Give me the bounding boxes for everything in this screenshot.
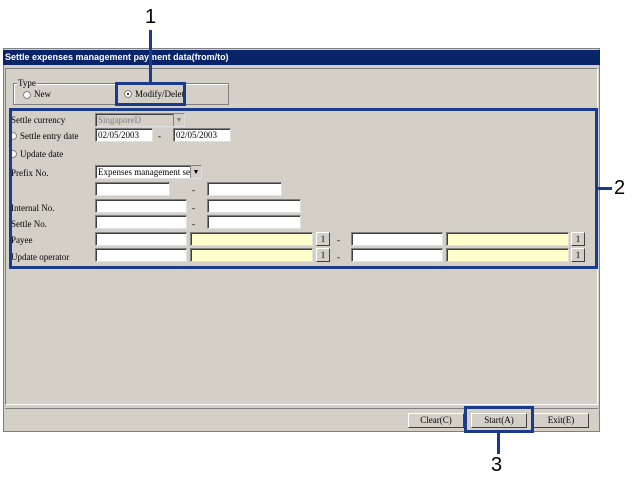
- callout-box-3: [464, 406, 534, 433]
- settle-no-separator: -: [192, 219, 195, 229]
- payee-from-code[interactable]: [95, 232, 187, 246]
- settle-no-label: Settle No.: [11, 219, 47, 229]
- settle-entry-date-from[interactable]: 02/05/2003: [95, 128, 153, 142]
- prefix-no-separator: -: [192, 185, 195, 195]
- prefix-no-value: Expenses management settle: [98, 167, 202, 177]
- clear-button[interactable]: Clear(C): [408, 413, 464, 428]
- callout-line-1: [149, 30, 152, 82]
- callout-line-3: [497, 433, 500, 454]
- button-bar-divider: [5, 408, 598, 409]
- update-operator-to-code[interactable]: [351, 248, 443, 262]
- settle-currency-select[interactable]: SingaporeD ▼: [95, 113, 185, 127]
- type-group-label: Type: [17, 78, 37, 89]
- update-operator-from-code[interactable]: [95, 248, 187, 262]
- start-button[interactable]: Start(A): [471, 413, 527, 428]
- payee-to-lookup-button[interactable]: 1: [571, 232, 585, 246]
- payee-from-lookup-button[interactable]: 1: [316, 232, 330, 246]
- internal-no-label: Internal No.: [11, 203, 55, 213]
- callout-line-2: [598, 187, 612, 190]
- update-operator-from-lookup-button[interactable]: 1: [316, 248, 330, 262]
- callout-number-2: 2: [614, 177, 626, 199]
- payee-to-code[interactable]: [351, 232, 443, 246]
- update-operator-label: Update operator: [11, 252, 70, 262]
- chevron-down-icon: ▼: [190, 166, 201, 178]
- settle-entry-date-separator: -: [158, 131, 161, 141]
- settle-currency-label: Settle currency: [11, 115, 66, 125]
- update-operator-to-name[interactable]: [446, 248, 569, 262]
- radio-modify-delete[interactable]: [124, 90, 132, 98]
- update-operator-from-name[interactable]: [190, 248, 313, 262]
- window-title: Settle expenses management payment data(…: [3, 50, 600, 65]
- exit-button[interactable]: Exit(E): [533, 413, 589, 428]
- callout-number-1: 1: [145, 6, 157, 28]
- radio-modify-delete-label: Modify/Delet: [135, 89, 184, 99]
- prefix-no-label: Prefix No.: [11, 168, 49, 178]
- internal-no-to[interactable]: [207, 199, 301, 213]
- prefix-no-select[interactable]: Expenses management settle ▼: [95, 165, 202, 179]
- internal-no-from[interactable]: [95, 199, 187, 213]
- settle-entry-date-to[interactable]: 02/05/2003: [173, 128, 231, 142]
- settle-no-from[interactable]: [95, 215, 187, 229]
- update-date-label: Update date: [20, 149, 64, 159]
- payee-label: Payee: [11, 235, 33, 245]
- payee-separator: -: [337, 235, 340, 245]
- radio-new[interactable]: [23, 91, 31, 99]
- callout-number-3: 3: [491, 454, 503, 476]
- settle-currency-value: SingaporeD: [98, 115, 141, 125]
- chevron-down-icon: ▼: [173, 114, 184, 126]
- prefix-no-to[interactable]: [207, 182, 282, 196]
- update-operator-separator: -: [337, 252, 340, 262]
- settle-entry-date-label: Settle entry date: [20, 131, 79, 141]
- payee-from-name[interactable]: [190, 232, 313, 246]
- payee-to-name[interactable]: [446, 232, 569, 246]
- settle-no-to[interactable]: [207, 215, 301, 229]
- radio-new-label: New: [34, 89, 51, 99]
- callout-box-1: [115, 82, 186, 106]
- callout-box-2: [9, 108, 598, 269]
- prefix-no-from[interactable]: [95, 182, 170, 196]
- update-operator-to-lookup-button[interactable]: 1: [571, 248, 585, 262]
- internal-no-separator: -: [192, 203, 195, 213]
